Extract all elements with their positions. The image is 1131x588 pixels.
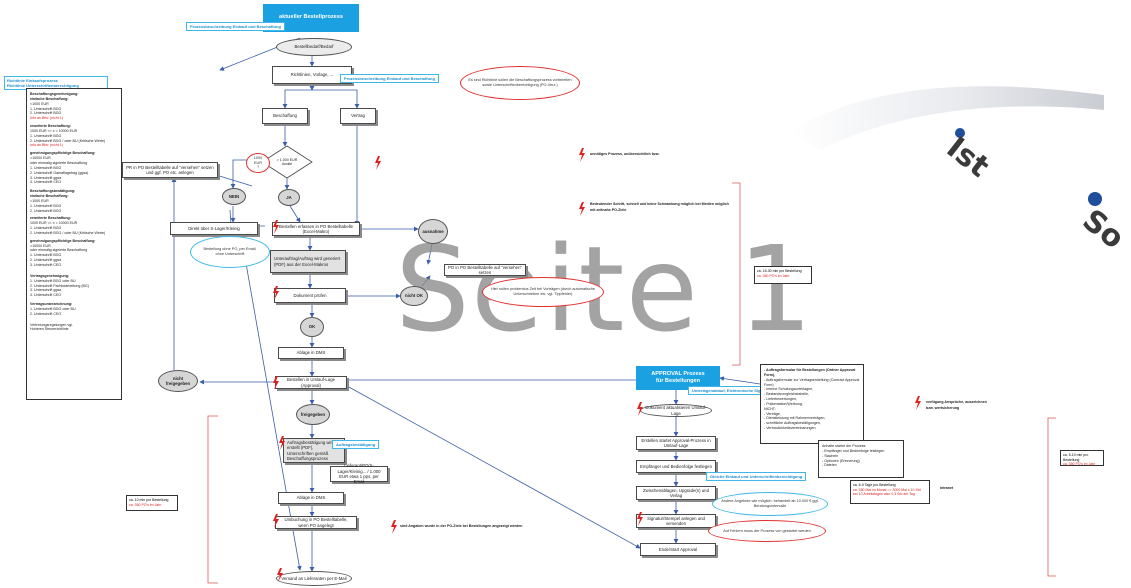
lightning-icon [391,520,397,534]
ap-step3[interactable]: Zwischenablagen, Upgrade(n) und Verlag [636,486,716,500]
red-oval-top: Es sind Richtlinie sollen die Beschaffun… [460,66,580,100]
lightning-icon [273,514,279,528]
annotation-5: Intranet [940,486,954,490]
node-beschaffung[interactable]: Beschaffung [262,108,308,124]
lightning-icon [277,568,283,582]
policy-section-2: erweiterte Beschaffung: 1000 EUR <= x < … [30,124,106,148]
top-left-labels[interactable]: Richtlinie Einkaufsprozess Richtlinie Un… [4,76,108,90]
policy-section-3: genehmigungspflichtige Beschaffung: >100… [30,151,96,185]
policy-section-4: Beschaffungsbestätigung: einfache Bescha… [30,189,76,213]
node-ok[interactable]: OK [300,317,324,337]
policy-section-6: genehmigungspflichtige Beschaffung: >100… [30,238,96,267]
time-note-3: ca. 6-9 Tage pro Bestellung ca. 350 Mal … [850,480,930,504]
policy-section-8: Vertragsunterzeichnung: 1. Unterschrift … [30,302,76,316]
diamond-label: > 1.000 EUR dunkle [276,157,298,166]
node-erstellen[interactable]: Bestellen erfassen in PO Bestelltabelle … [272,222,360,236]
time-note-1: ca. 15-30 min pro Bestellung ca. 350 PO'… [754,266,812,284]
ap-range-oval: Andere Angebote wie möglich: behandelt a… [712,492,828,516]
lightning-icon [375,156,381,170]
node-direkt[interactable]: Direkt über S-Lager/Kleinig [170,222,258,235]
ap-step2[interactable]: Empfänger und Bedienfolge festlegen [636,460,716,473]
time-note-4: ca. 5-10 min pro Bestellung ca. 350 PO's… [1060,450,1104,466]
lightning-icon [273,286,279,300]
node-bestellen-lager[interactable]: Bestellen in Umlauf-Lage (Approval) [275,376,347,389]
annotation-2b: mit zeitnahe PO-Ziele [590,208,627,212]
right-note-2: Anhalte startet der Prozess: - Empfänger… [818,440,904,478]
node-nein[interactable]: NEIN [222,188,246,205]
node-nicht-freigegeben[interactable]: nicht freigegeben [158,370,198,392]
annotation-4: verfügung Ansprüche, auszeichnen [926,400,987,404]
annotation-2: Bedeutender Schritt, schnell und keine S… [590,202,729,206]
process-header: aktueller Bestellprozess [263,4,359,32]
right-note-1: - Auftragsformular für Bestellungen (Ord… [760,364,864,444]
small-red-oval: 1000 EUR ? [246,153,270,173]
ap-start[interactable]: Dokument aktualisieren Umlauf-Lage [640,404,712,417]
lightning-icon [279,436,285,450]
policy-footer: Vertretungsregelungen vgl. Hoheren Steue… [30,322,73,332]
left-policy-note: Beschaffungsgenehmigung: einfache Bescha… [26,88,122,400]
node-vertrag[interactable]: Vertrag [340,108,376,124]
node-unterauftrag[interactable]: Unterauftrag/Auftrag wird generiert (PDF… [270,250,346,273]
node-ablage2[interactable]: Ablage in DMS [278,492,344,504]
node-start[interactable]: Bestellbedarf/Bedarf [276,38,352,56]
auftrag-note[interactable]: Auftragsbestätigung [332,440,380,449]
annotation-1: unnötiges Prozess, unübersichtlich bzw. [590,152,660,156]
lightning-icon [915,396,921,410]
decor-arc [790,86,1104,150]
policy-section-7: Vertragsgenehmigung: 1. Unterschrift BGG… [30,273,89,298]
decor-dot [955,128,965,138]
step2-note[interactable]: Prozessbeschreibung Einkauf und Beschaff… [340,74,439,83]
node-nicht-ok[interactable]: nicht OK [400,286,428,306]
policy-section-5: erweiterte Beschaffung: 1000 EUR <= x < … [30,216,106,235]
node-pr-export[interactable]: PR in PO Bestelltabelle auf "versehen" s… [122,162,218,178]
ap-step5[interactable]: Ende/Start Approval [640,543,716,556]
node-freigegeben[interactable]: freigegeben [296,404,330,425]
node-ja[interactable]: JA [278,189,300,206]
lightning-icon [579,148,585,162]
ap-step1[interactable]: Erstellen startet Approval-Prozess in Um… [636,436,716,450]
header-note[interactable]: Prozessbeschreibung Einkauf und Beschaff… [186,22,285,31]
node-ausnahme[interactable]: ausnahme [418,219,448,244]
lightning-icon [579,202,585,216]
node-umbuchen[interactable]: Umbuchung in PO Bestelltabelle, wenn PO … [275,516,357,529]
lightning-icon [637,512,643,526]
red-oval-mid: Hier sollen problemlos Zeit bei Vorträge… [482,277,604,307]
lightning-icon [273,376,279,390]
oval-bestellung: Bestellung ohne PO, per Email, ohne Unte… [190,236,270,268]
policy-section-1: Beschaffungsgenehmigung: einfache Bescha… [30,92,79,121]
annotation-4b: bzw. wertsicherung [926,406,960,410]
red-oval-bottom: Auf Fehlern muss der Prozess von gestart… [708,520,826,542]
node-dokument[interactable]: Dokument prüfen [274,288,346,303]
ap-step4[interactable]: Signatur/Stempel anlegen und versenden [636,514,716,528]
watermark-text: Seite 1 [395,220,814,358]
node-lieferant[interactable]: Lieferant/PO/S-Lager/Kleinig... / 1.000 … [330,463,388,484]
time-note-2: ca. 10 min pro Bestellung ca. 350 PO's i… [126,495,178,511]
ap-note[interactable]: Gleiche Einkauf und Unterschriftenberech… [706,472,807,481]
node-po-setzen[interactable]: PO in PO Bestelltabelle auf "versehen" s… [444,264,526,276]
lightning-icon [273,220,279,234]
node-versand[interactable]: Versand an Lieferanten per E-Mail [276,571,352,586]
diagram-connectors [117,37,1104,584]
decor-dot-2 [1088,192,1102,206]
lightning-icon [637,402,643,416]
node-ablage1[interactable]: Ablage in DMS [278,347,344,359]
decision-diamond [261,145,313,179]
annotation-3: sind Angaben wurde in der PO-Ziele bei B… [400,524,523,528]
node-step2[interactable]: Richtlinien, Vorlage, ... [272,66,352,84]
